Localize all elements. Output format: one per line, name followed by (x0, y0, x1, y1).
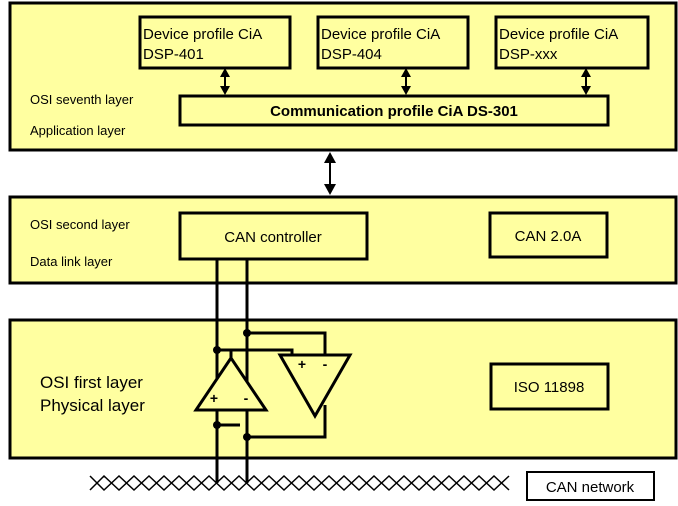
junction-dots (213, 329, 251, 441)
receiver-amplifier-icon: + - (277, 353, 353, 420)
physical-layer-label: Physical layer (40, 396, 145, 415)
device-profile-xxx-box (494, 15, 650, 70)
device-profile-xxx-line2: DSP-xxx (499, 46, 558, 63)
tx-plus-label: + (210, 390, 218, 406)
application-layer-label: Application layer (30, 123, 126, 138)
comm-profile-label: Communication profile CiA DS-301 (270, 103, 518, 120)
can-network-label: CAN network (546, 479, 635, 496)
double-arrow-icon (581, 68, 591, 95)
osi-seventh-layer-label: OSI seventh layer (30, 92, 134, 107)
device-profile-xxx: Device profile CiA DSP-xxx (494, 15, 650, 70)
device-profile-404-box (316, 15, 470, 70)
can-controller-box (178, 211, 369, 261)
rx-minus-label: - (323, 356, 328, 372)
double-arrow-icon (324, 152, 336, 195)
transmitter-amplifier-icon: + - (193, 355, 269, 412)
device-profile-xxx-line1: Device profile CiA (499, 26, 618, 43)
can-2-0a-label: CAN 2.0A (515, 228, 582, 245)
can-2-0a-box (488, 211, 609, 259)
data-link-layer-label: Data link layer (30, 254, 113, 269)
device-profile-404-line2: DSP-404 (321, 46, 382, 63)
rx-plus-label: + (298, 356, 306, 372)
device-profile-401-line2: DSP-401 (143, 46, 204, 63)
double-arrow-icon (401, 68, 411, 95)
application-layer: Device profile CiA DSP-401 Device profil… (8, 1, 678, 152)
can-controller-label: CAN controller (224, 229, 322, 246)
can-network-box (526, 471, 655, 501)
comm-profile-box (178, 94, 610, 127)
device-profile-404: Device profile CiA DSP-404 (316, 15, 470, 70)
iso-11898-label: ISO 11898 (514, 379, 585, 396)
device-profile-401: Device profile CiA DSP-401 (138, 15, 292, 70)
osi-second-layer-label: OSI second layer (30, 217, 130, 232)
can-network-twisted-pair-icon (89, 474, 510, 492)
double-arrow-icon (220, 68, 230, 95)
device-profile-401-line1: Device profile CiA (143, 26, 262, 43)
transceiver-wiring (215, 259, 327, 483)
osi-first-layer-label: OSI first layer (40, 373, 143, 392)
iso-11898-box (489, 362, 610, 411)
physical-layer: OSI first layer Physical layer ISO 11898 (8, 318, 678, 460)
device-profile-401-box (138, 15, 292, 70)
data-link-layer: OSI second layer Data link layer CAN con… (8, 195, 678, 285)
profile-arrows (220, 68, 591, 95)
device-profile-404-line1: Device profile CiA (321, 26, 440, 43)
tx-minus-label: - (244, 390, 249, 406)
